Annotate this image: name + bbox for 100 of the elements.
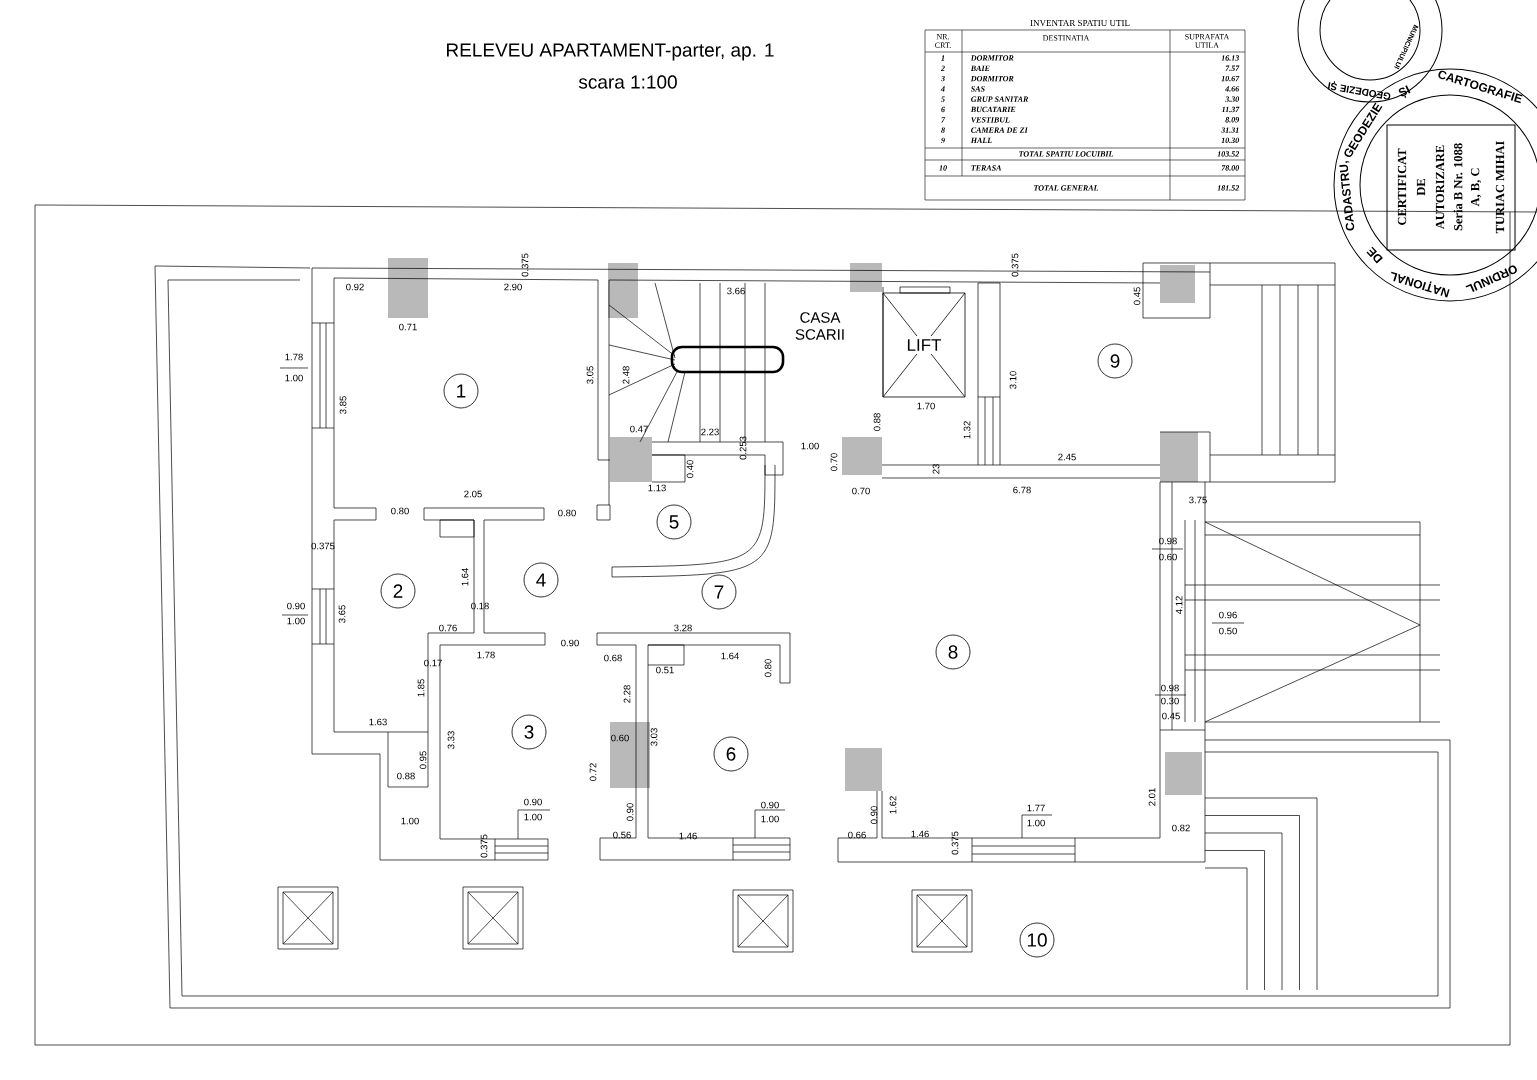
dimension-label: 0.90 xyxy=(870,806,878,824)
dimension-label: 0.98 xyxy=(1159,537,1177,545)
table-text: 31.31 xyxy=(1221,127,1239,133)
dimension-label: 0.47 xyxy=(630,425,648,433)
stamp-text: GEODEZIE ȘI xyxy=(1327,80,1391,100)
dimension-label: 3.03 xyxy=(650,728,658,746)
dimension-label: 1.32 xyxy=(963,421,971,439)
title-text: RELEVEU APARTAMENT-parter, ap. 1 xyxy=(447,43,774,61)
dimension-label: 0.375 xyxy=(521,253,529,277)
table-text: 5 xyxy=(941,96,945,102)
table-text: 103.52 xyxy=(1217,151,1239,157)
dimension-label: 0.90 xyxy=(287,602,305,610)
table-title: INVENTAR SPATIU UTIL xyxy=(1030,19,1130,27)
table-text: GRUP SANITAR xyxy=(971,96,1029,102)
table-text: DORMITOR xyxy=(970,55,1014,61)
table-heading: DESTINATIA xyxy=(1042,35,1090,41)
table-text: 9 xyxy=(941,137,945,144)
dimension-label: 1.46 xyxy=(679,832,697,840)
dimension-label: 0.80 xyxy=(764,659,772,677)
scale-text: scara 1:100 xyxy=(578,75,677,89)
table-text: 2 xyxy=(940,65,945,71)
dimension-label: 0.56 xyxy=(613,831,631,839)
table-text: 6 xyxy=(941,106,945,113)
dimension-label: 3.33 xyxy=(447,731,455,749)
table-text: 11.37 xyxy=(1221,106,1240,113)
dimension-label: 0.253 xyxy=(739,436,747,460)
lift-box: LIFT xyxy=(882,292,966,398)
stamp-text: ȘI xyxy=(1398,85,1411,99)
stamp-text: CERTIFICAT xyxy=(1397,148,1407,225)
dimension-label: 2.23 xyxy=(701,428,719,436)
dimension-label: 0.96 xyxy=(1219,611,1237,619)
dimension-label: 1.64 xyxy=(721,652,739,660)
dimension-label: 1.78 xyxy=(285,353,303,361)
dimension-label: 1.77 xyxy=(1027,804,1045,812)
dimension-label: 23 xyxy=(932,464,940,474)
dimension-label: 1.00 xyxy=(1027,819,1045,827)
dimension-label: 0.88 xyxy=(397,772,415,780)
stamp-text: CADASTRU, xyxy=(1339,161,1355,231)
dimension-label: 1.00 xyxy=(761,815,779,823)
dimension-label: 0.95 xyxy=(419,751,427,769)
dimension-label: 0.98 xyxy=(1161,684,1179,692)
table-text: 10.30 xyxy=(1221,137,1240,144)
table-text: 7.57 xyxy=(1225,65,1240,71)
dimension-label: 0.50 xyxy=(1219,627,1237,635)
dimension-label: 0.90 xyxy=(626,803,634,821)
dimension-label: 3.66 xyxy=(727,287,745,295)
table-text: 16.13 xyxy=(1221,55,1239,61)
dimension-label: 2.28 xyxy=(623,685,631,703)
stamp-text: DE xyxy=(1416,178,1426,196)
dimension-label: 1.00 xyxy=(524,813,542,821)
dimension-label: 0.90 xyxy=(524,798,542,806)
table-text: HALL xyxy=(970,137,992,144)
dimension-label: 1.64 xyxy=(461,568,469,586)
dimension-label: 0.45 xyxy=(1162,712,1180,720)
dimension-label: 0.72 xyxy=(589,763,597,781)
dimension-label: 0.375 xyxy=(311,542,335,550)
table-text: BUCATARIE xyxy=(970,106,1016,113)
dimension-label: 0.375 xyxy=(951,831,959,855)
dimension-label: 2.05 xyxy=(464,490,482,498)
dimension-label: 3.05 xyxy=(586,366,594,384)
table-text: BAIE xyxy=(970,65,990,71)
dimension-label: 0.90 xyxy=(561,639,579,647)
dimension-label: 3.10 xyxy=(1009,371,1017,389)
table-text: DORMITOR xyxy=(970,75,1014,82)
dimension-label: 0.30 xyxy=(1161,697,1179,705)
table-text: TERASA xyxy=(971,165,1002,171)
dimension-label: 0.60 xyxy=(1159,553,1177,561)
table-text: CAMERA DE ZI xyxy=(971,127,1028,133)
dimension-label: 0.92 xyxy=(346,283,364,291)
dimension-label: 1.00 xyxy=(401,817,419,825)
table-text: 8 xyxy=(941,127,945,133)
dimension-label: 1.63 xyxy=(369,718,387,726)
table-text: 3 xyxy=(940,75,945,82)
dimension-label: 0.375 xyxy=(480,834,488,858)
dimension-label: 0.80 xyxy=(558,509,576,517)
table-text: 3.30 xyxy=(1225,96,1240,102)
dimension-label: 0.18 xyxy=(471,602,489,610)
dimension-label: 0.80 xyxy=(391,507,409,515)
dimension-label: 0.71 xyxy=(399,323,417,331)
table-heading: NR. CRT. xyxy=(935,34,951,48)
dimension-label: 1.78 xyxy=(477,651,495,659)
dimension-label: 0.51 xyxy=(656,666,674,674)
dimension-label: 1.00 xyxy=(285,374,303,382)
stamp-text: Seria B Nr. 1088 xyxy=(1453,143,1463,231)
table-text: 10.67 xyxy=(1221,75,1240,82)
dimension-label: 0.70 xyxy=(830,453,838,471)
table-text: 10 xyxy=(939,165,947,171)
dimension-label: 2.48 xyxy=(622,366,630,384)
dimension-label: 3.85 xyxy=(339,396,347,414)
dimension-label: 0.60 xyxy=(611,734,629,742)
table-text: 7 xyxy=(941,117,946,123)
table-text: 181.52 xyxy=(1217,185,1239,191)
room-label: CASA SCARII xyxy=(795,312,844,340)
dimension-label: 6.78 xyxy=(1013,486,1031,494)
dimension-label: 0.375 xyxy=(1011,253,1019,277)
dimension-label: 1.00 xyxy=(801,442,819,450)
dimension-label: 1.62 xyxy=(889,796,897,814)
dimension-label: 2.01 xyxy=(1148,788,1156,806)
table-text: TOTAL GENERAL xyxy=(1034,185,1099,191)
table-text: 4 xyxy=(940,86,945,92)
